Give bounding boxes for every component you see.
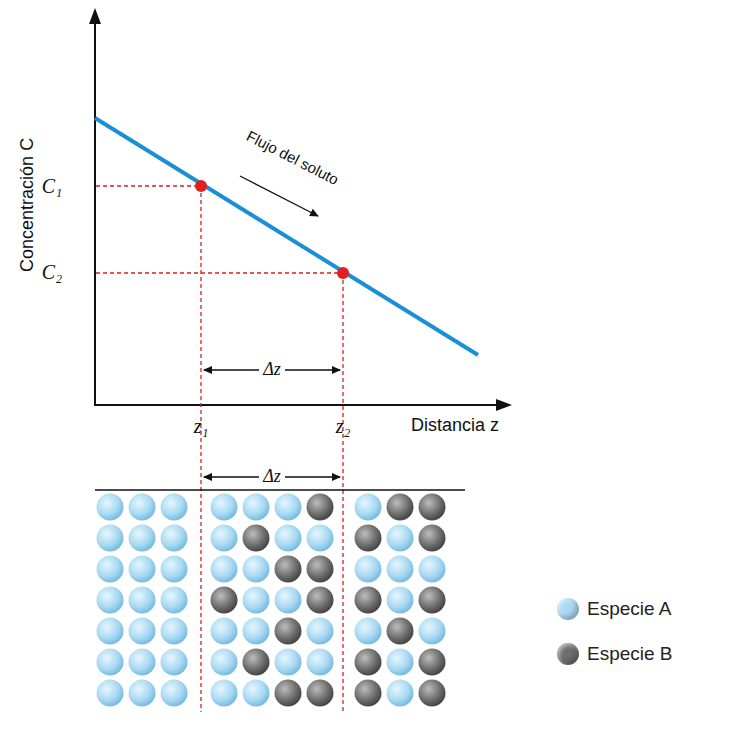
particle	[129, 680, 156, 707]
particle	[129, 494, 156, 521]
particle	[355, 494, 382, 521]
particle	[243, 494, 270, 521]
particle	[243, 618, 270, 645]
position-label: z₁	[194, 415, 209, 437]
dimension-label: Δz	[259, 360, 285, 380]
legend-item: Especie B	[557, 643, 673, 665]
particle	[419, 494, 446, 521]
particle	[419, 680, 446, 707]
particle	[387, 494, 414, 521]
particle	[307, 587, 334, 614]
particle	[97, 556, 124, 583]
particle	[161, 618, 188, 645]
particle	[211, 680, 238, 707]
particle	[307, 525, 334, 552]
guide-lines	[96, 186, 343, 712]
particle	[387, 556, 414, 583]
particle	[243, 680, 270, 707]
particle	[307, 494, 334, 521]
particle	[307, 556, 334, 583]
particle	[275, 587, 302, 614]
particle	[97, 618, 124, 645]
particle	[307, 649, 334, 676]
particle	[355, 525, 382, 552]
particle	[387, 618, 414, 645]
flux-label: Flujo del soluto	[243, 128, 340, 189]
particle	[211, 494, 238, 521]
particle	[307, 680, 334, 707]
particle	[129, 618, 156, 645]
particle	[307, 618, 334, 645]
particle	[275, 649, 302, 676]
dimension-label: Δz	[259, 467, 285, 487]
particle	[387, 587, 414, 614]
axis-title: Distancia z	[411, 416, 499, 436]
particle	[387, 680, 414, 707]
particle	[275, 556, 302, 583]
particle	[129, 649, 156, 676]
legend-text: Especie B	[587, 643, 673, 665]
legend-text: Especie A	[587, 598, 672, 620]
particle	[211, 556, 238, 583]
particle	[211, 649, 238, 676]
point-c1	[195, 180, 207, 192]
particle	[387, 525, 414, 552]
particle-lattice	[97, 494, 446, 707]
particle	[275, 680, 302, 707]
particle	[355, 680, 382, 707]
axis-title: Concentración C	[18, 138, 38, 272]
particle	[97, 525, 124, 552]
lattice-boundary	[95, 489, 465, 491]
legend-swatch	[557, 643, 579, 665]
particle	[211, 618, 238, 645]
particle	[97, 680, 124, 707]
particle	[355, 587, 382, 614]
particle	[129, 587, 156, 614]
particle	[387, 649, 414, 676]
flux-arrow	[240, 176, 318, 216]
particle	[419, 618, 446, 645]
particle	[161, 680, 188, 707]
value-label: C₂	[42, 261, 62, 283]
axes	[89, 8, 512, 411]
particle	[129, 556, 156, 583]
particle	[419, 556, 446, 583]
particle	[161, 587, 188, 614]
particle	[419, 649, 446, 676]
particle	[275, 525, 302, 552]
particle	[129, 525, 156, 552]
particle	[275, 618, 302, 645]
particle	[161, 494, 188, 521]
position-label: z₂	[336, 415, 351, 437]
legend-item: Especie A	[557, 598, 672, 620]
particle	[243, 556, 270, 583]
particle	[211, 587, 238, 614]
particle	[161, 556, 188, 583]
particle	[355, 618, 382, 645]
particle	[355, 649, 382, 676]
particle	[161, 525, 188, 552]
dimension-arrows	[204, 370, 340, 477]
concentration-line	[95, 118, 478, 355]
particle	[97, 494, 124, 521]
particle	[419, 587, 446, 614]
particle	[355, 556, 382, 583]
particle	[211, 525, 238, 552]
particle	[243, 649, 270, 676]
point-c2	[337, 267, 349, 279]
value-label: C₁	[42, 175, 62, 197]
particle	[97, 649, 124, 676]
particle	[161, 649, 188, 676]
particle	[275, 494, 302, 521]
particle	[243, 587, 270, 614]
particle	[419, 525, 446, 552]
particle	[243, 525, 270, 552]
legend-swatch	[557, 598, 579, 620]
particle	[97, 587, 124, 614]
